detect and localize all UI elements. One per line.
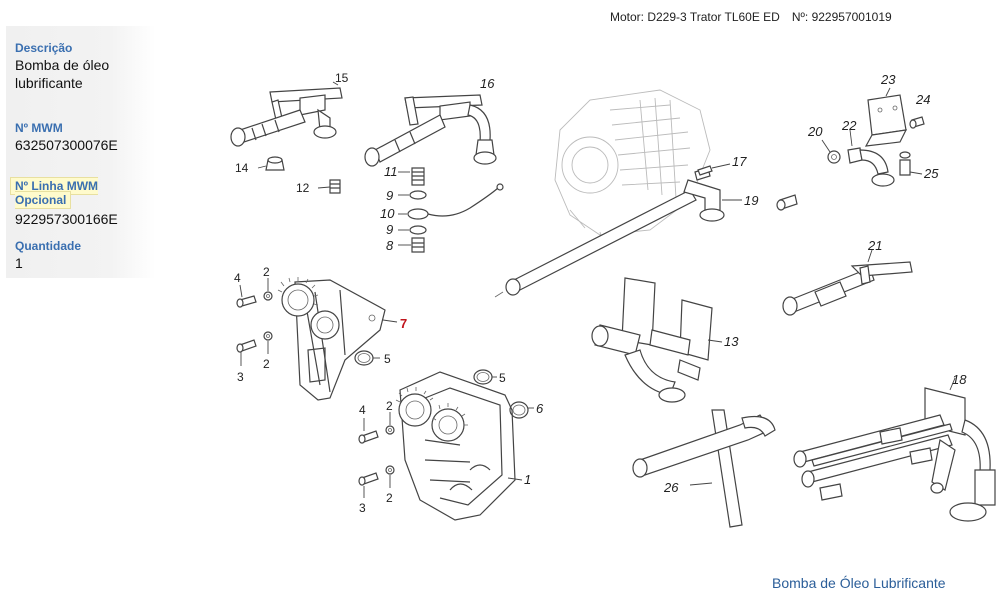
callout-5: 5 <box>384 352 391 366</box>
descricao-value-line1: Bomba de óleo <box>15 57 110 73</box>
opcional-value: 922957300166E <box>15 211 118 227</box>
part-1-pump-body <box>395 371 523 521</box>
callout-18: 18 <box>952 372 967 387</box>
diagram-caption: Bomba de Óleo Lubrificante <box>772 575 946 591</box>
o-ring-5-upper <box>354 350 380 366</box>
motor-label: Motor: D229-3 Trator TL60E ED <box>610 10 780 24</box>
page-header: Motor: D229-3 Trator TL60E ED Nº: 9229570… <box>610 10 892 24</box>
callout-23: 23 <box>880 72 896 87</box>
callout-2: 2 <box>263 357 270 371</box>
part-18-tube-frame <box>793 377 996 522</box>
bolt-3-upper <box>236 339 257 366</box>
callout-19: 19 <box>744 193 758 208</box>
callout-20: 20 <box>807 124 823 139</box>
callout-4: 4 <box>234 271 241 285</box>
quantidade-value: 1 <box>15 255 23 271</box>
callout-3: 3 <box>359 501 366 515</box>
part-11-8-fitting-stack <box>398 167 504 253</box>
part-22-elbow <box>847 129 895 187</box>
quantidade-field: Quantidade 1 <box>15 239 81 273</box>
callout-9: 9 <box>386 188 393 203</box>
callout-14: 14 <box>235 161 249 175</box>
callout-8: 8 <box>386 238 394 253</box>
callout-15: 15 <box>335 71 349 85</box>
callout-9: 9 <box>386 222 393 237</box>
callout-25: 25 <box>923 166 939 181</box>
callout-1: 1 <box>524 472 531 487</box>
mwm-value: 632507300076E <box>15 137 118 153</box>
part-20-nut <box>821 139 841 164</box>
callout-6: 6 <box>536 401 544 416</box>
details-panel: Descrição Bomba de óleo lubrificante Nº … <box>6 26 156 278</box>
callout-7: 7 <box>400 316 407 331</box>
o-ring-6 <box>509 401 534 419</box>
mwm-field: Nº MWM 632507300076E <box>15 121 118 155</box>
opcional-field: Nº Linha MWM Opcional 922957300166E <box>10 177 156 229</box>
part-21-pipe <box>782 249 913 316</box>
callout-22: 22 <box>841 118 857 133</box>
part-26-pipe-strap <box>632 409 776 528</box>
part-15-bracket-pipe <box>230 81 343 147</box>
part-16-bracket-pipe <box>364 94 497 167</box>
descricao-label: Descrição <box>15 41 73 55</box>
washer-2-mid <box>263 331 273 354</box>
quantidade-label: Quantidade <box>15 239 82 253</box>
screw-near-19 <box>776 194 798 211</box>
part-13-pickup-tube <box>591 277 723 403</box>
callout-13: 13 <box>724 334 739 349</box>
callout-10: 10 <box>380 206 395 221</box>
part-24-screw <box>909 116 925 129</box>
callout-21: 21 <box>867 238 882 253</box>
callout-2: 2 <box>386 491 393 505</box>
descricao-value-line2: lubrificante <box>15 75 83 91</box>
callout-17: 17 <box>732 154 747 169</box>
part-25-screw <box>899 151 923 176</box>
callout-12: 12 <box>296 181 310 195</box>
o-ring-5-lower <box>473 369 497 385</box>
mwm-label: Nº MWM <box>15 121 63 135</box>
callout-2: 2 <box>263 265 270 279</box>
part-17-screw <box>697 163 731 176</box>
part-14-plug <box>257 156 285 171</box>
serial-label: Nº: 922957001019 <box>791 10 892 24</box>
callout-11: 11 <box>384 164 398 179</box>
callout-26: 26 <box>663 480 679 495</box>
washer-2-upper <box>263 278 273 301</box>
bolt-4-lower <box>358 418 379 444</box>
washer-2-lower-b <box>385 465 395 488</box>
long-suction-pipe <box>494 189 697 298</box>
bolt-4-upper <box>236 284 257 308</box>
part-23-bracket <box>864 87 908 147</box>
part-19-elbow <box>683 167 742 222</box>
washer-2-lower-a <box>385 412 395 435</box>
callout-5: 5 <box>499 371 506 385</box>
callout-24: 24 <box>915 92 930 107</box>
callout-2: 2 <box>386 399 393 413</box>
callout-16: 16 <box>480 76 495 91</box>
part-12-plug <box>317 179 341 194</box>
callout-3: 3 <box>237 370 244 384</box>
callout-4: 4 <box>359 403 366 417</box>
part-7-pump-cover <box>277 277 398 401</box>
bolt-3-lower <box>358 472 379 498</box>
descricao-field: Descrição Bomba de óleo lubrificante <box>15 41 109 93</box>
